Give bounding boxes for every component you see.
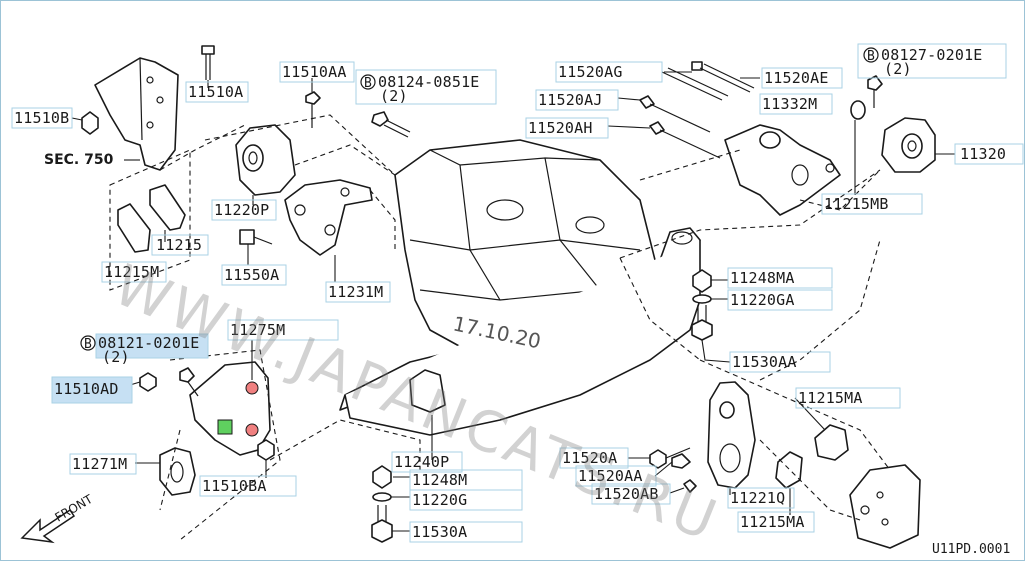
- nut-11248m: [372, 465, 392, 489]
- svg-text:B: B: [84, 337, 92, 352]
- stopper-11215m: [117, 203, 151, 253]
- bolt-11510aa: [305, 91, 321, 128]
- bolt-08127: [867, 75, 883, 108]
- insulator-11320: [881, 117, 936, 173]
- nut-11510ba: [257, 439, 275, 461]
- washer-11550a: [239, 229, 273, 245]
- insulator-11271m: [159, 447, 196, 496]
- label-11520ag: 11520AG: [558, 63, 623, 81]
- washer-11215mb: [850, 100, 866, 120]
- label-qty-2-c: (2): [102, 348, 130, 366]
- front-arrow: FRONT: [20, 492, 96, 544]
- circle-b-marker-3: B: [80, 335, 96, 352]
- insulator-11221q: [707, 381, 756, 489]
- label-08127-0201e: 08127-0201E: [881, 46, 983, 64]
- bracket-11275m: [189, 361, 271, 456]
- part-labels: 11510B 11510A 11510AA 08124-0851E (2) 11…: [14, 46, 1006, 541]
- bolt-08124: [371, 111, 411, 138]
- label-11221q: 11221Q: [730, 489, 785, 507]
- washer-11220g: [372, 492, 392, 502]
- label-11220p: 11220P: [214, 201, 269, 219]
- crossmember: [339, 227, 701, 436]
- label-11520ah: 11520AH: [528, 119, 593, 137]
- label-11520aa: 11520AA: [578, 467, 643, 485]
- label-11248m: 11248M: [412, 471, 467, 489]
- stopper-11215ma-top: [814, 424, 849, 461]
- front-label: FRONT: [53, 492, 96, 525]
- bracket-11332m: [724, 124, 841, 216]
- label-11510a: 11510A: [188, 83, 243, 101]
- assembly-dashed-lines: [109, 114, 891, 541]
- label-11240p: 11240P: [394, 453, 449, 471]
- label-11510ba: 11510BA: [202, 477, 267, 495]
- label-11520ab: 11520AB: [594, 485, 659, 503]
- nut-11248ma: [692, 269, 712, 293]
- label-11530a: 11530A: [412, 523, 467, 541]
- label-11520a: 11520A: [562, 449, 617, 467]
- svg-text:B: B: [364, 76, 372, 91]
- label-11271m: 11271M: [72, 455, 127, 473]
- label-11231m: 11231M: [328, 283, 383, 301]
- label-11215ma-top: 11215MA: [798, 389, 863, 407]
- label-11215ma-bottom: 11215MA: [740, 513, 805, 531]
- bracket-right-lower: [849, 464, 921, 549]
- label-11332m: 11332M: [762, 95, 817, 113]
- label-11320: 11320: [960, 145, 1006, 163]
- label-11520ae: 11520AE: [764, 69, 829, 87]
- stopper-11215ma-bottom: [775, 451, 803, 489]
- label-11215: 11215: [156, 236, 202, 254]
- label-boxes: [11, 43, 1024, 543]
- label-11510aa: 11510AA: [282, 63, 347, 81]
- left-bracket-sec750: [94, 57, 179, 171]
- label-qty-2-b: (2): [884, 60, 912, 78]
- label-08124-0851e: 08124-0851E: [378, 73, 480, 91]
- label-11220g: 11220G: [412, 491, 467, 509]
- label-11215mb: 11215MB: [824, 195, 889, 213]
- label-qty-2-a: (2): [380, 87, 408, 105]
- circle-b-marker-1: B: [360, 74, 376, 91]
- sec-750-label: SEC. 750: [44, 152, 114, 168]
- label-11510ad: 11510AD: [54, 380, 119, 398]
- circle-b-marker-2: B: [863, 47, 879, 64]
- label-11220ga: 11220GA: [730, 291, 795, 309]
- bolt-11510a: [201, 45, 215, 80]
- svg-text:B: B: [867, 49, 875, 64]
- washer-11220ga: [692, 294, 712, 304]
- label-11215m: 11215M: [104, 263, 159, 281]
- bolt-08121: [179, 367, 199, 397]
- insulator-11220p: [235, 124, 296, 196]
- label-11530aa: 11530AA: [732, 353, 797, 371]
- label-11275m: 11275M: [230, 321, 285, 339]
- bolt-11530aa: [691, 305, 713, 341]
- label-11550a: 11550A: [224, 266, 279, 284]
- diagram-code: U11PD.0001: [932, 542, 1010, 557]
- bolt-11530a: [371, 505, 393, 543]
- label-11510b: 11510B: [14, 109, 69, 127]
- stopper-11215: [149, 184, 186, 231]
- label-08121-0201e: 08121-0201E: [98, 334, 200, 352]
- nut-11510b: [81, 111, 99, 135]
- label-11248ma: 11248MA: [730, 269, 795, 287]
- bracket-11231m: [284, 179, 373, 256]
- bolts-11520a-aa-ab: [649, 447, 697, 493]
- label-11520aj: 11520AJ: [538, 91, 603, 109]
- nut-11510ad: [139, 372, 157, 392]
- bolts-11520ag-ae-aj-ah: [639, 61, 755, 159]
